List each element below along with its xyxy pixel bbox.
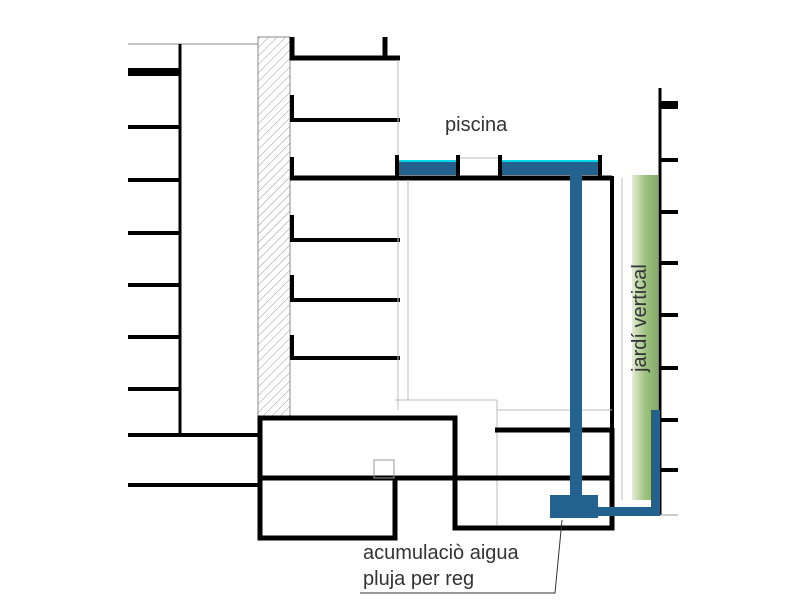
right-wall (658, 88, 678, 516)
rain-storage-label-line2: pluja per reg (363, 568, 474, 590)
water-tank (550, 495, 598, 518)
leader-line (360, 519, 563, 594)
basement (257, 415, 615, 541)
vertical-garden-label: jardí vertical (629, 264, 651, 373)
left-building (128, 43, 262, 487)
pool (395, 155, 602, 180)
hatched-wall (257, 36, 291, 419)
rainwater-pipe (550, 172, 660, 518)
pool-label: piscina (445, 114, 508, 136)
rain-storage-label-line1: acumulaciò aigua (363, 542, 520, 564)
